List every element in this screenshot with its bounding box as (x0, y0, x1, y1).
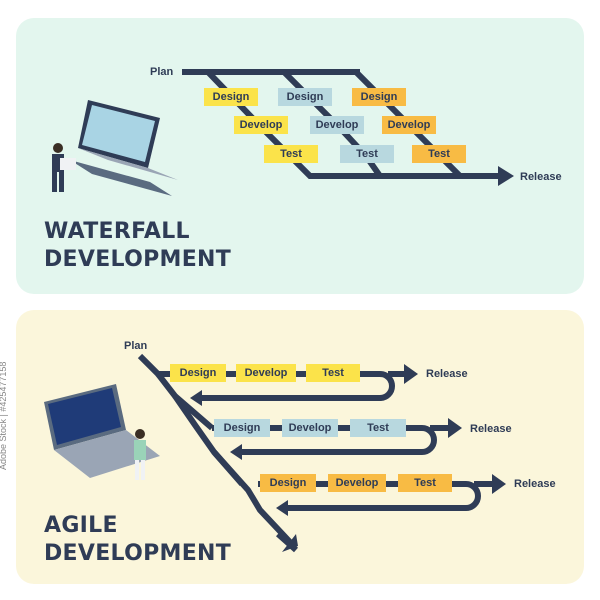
waterfall-title-line2: DEVELOPMENT (44, 247, 232, 272)
agile-plan-label: Plan (124, 340, 148, 352)
agile-row1-arrow (404, 364, 418, 384)
agile-row3-return (286, 481, 481, 511)
person-icon (52, 143, 76, 192)
laptop-icon (70, 100, 178, 196)
agile-row1-return (200, 371, 395, 401)
agile-row3-release: Release (514, 478, 556, 490)
agile-row2-return (240, 425, 437, 455)
agile-row1-develop: Develop (236, 364, 296, 382)
waterfall-design-2: Design (278, 88, 332, 106)
waterfall-develop-1: Develop (234, 116, 288, 134)
agile-row1-design: Design (170, 364, 226, 382)
agile-row1-test: Test (306, 364, 360, 382)
agile-plan-line-4 (211, 449, 293, 545)
person-icon (134, 429, 146, 480)
agile-title-line1: AGILE (44, 513, 118, 538)
agile-row2-develop: Develop (282, 419, 338, 437)
agile-return-arrow-1 (190, 390, 202, 406)
waterfall-release-label: Release (520, 171, 562, 183)
agile-row2-release: Release (470, 423, 512, 435)
agile-return-arrow-2 (230, 444, 242, 460)
agile-plan-line-1 (137, 353, 170, 377)
waterfall-design-3: Design (352, 88, 406, 106)
agile-return-arrow-3 (276, 500, 288, 516)
waterfall-plan-label: Plan (150, 66, 174, 78)
agile-row2-test: Test (350, 419, 406, 437)
agile-row3-test: Test (398, 474, 452, 492)
waterfall-design-1: Design (204, 88, 258, 106)
waterfall-test-3: Test (412, 145, 466, 163)
agile-row1-release: Release (426, 368, 468, 380)
side-watermark-text: Adobe Stock | #425477158 (0, 361, 8, 470)
waterfall-develop-3: Develop (382, 116, 436, 134)
agile-row3-design: Design (260, 474, 316, 492)
waterfall-title-line1: WATERFALL (44, 219, 190, 244)
agile-row3-arrow (492, 474, 506, 494)
waterfall-test-2: Test (340, 145, 394, 163)
waterfall-release-arrow (498, 166, 514, 186)
waterfall-develop-2: Develop (310, 116, 364, 134)
agile-title-line2: DEVELOPMENT (44, 541, 232, 566)
agile-row2-arrow (448, 418, 462, 438)
agile-row3-develop: Develop (328, 474, 386, 492)
waterfall-test-1: Test (264, 145, 318, 163)
agile-row2-design: Design (214, 419, 270, 437)
laptop-icon (44, 384, 160, 478)
